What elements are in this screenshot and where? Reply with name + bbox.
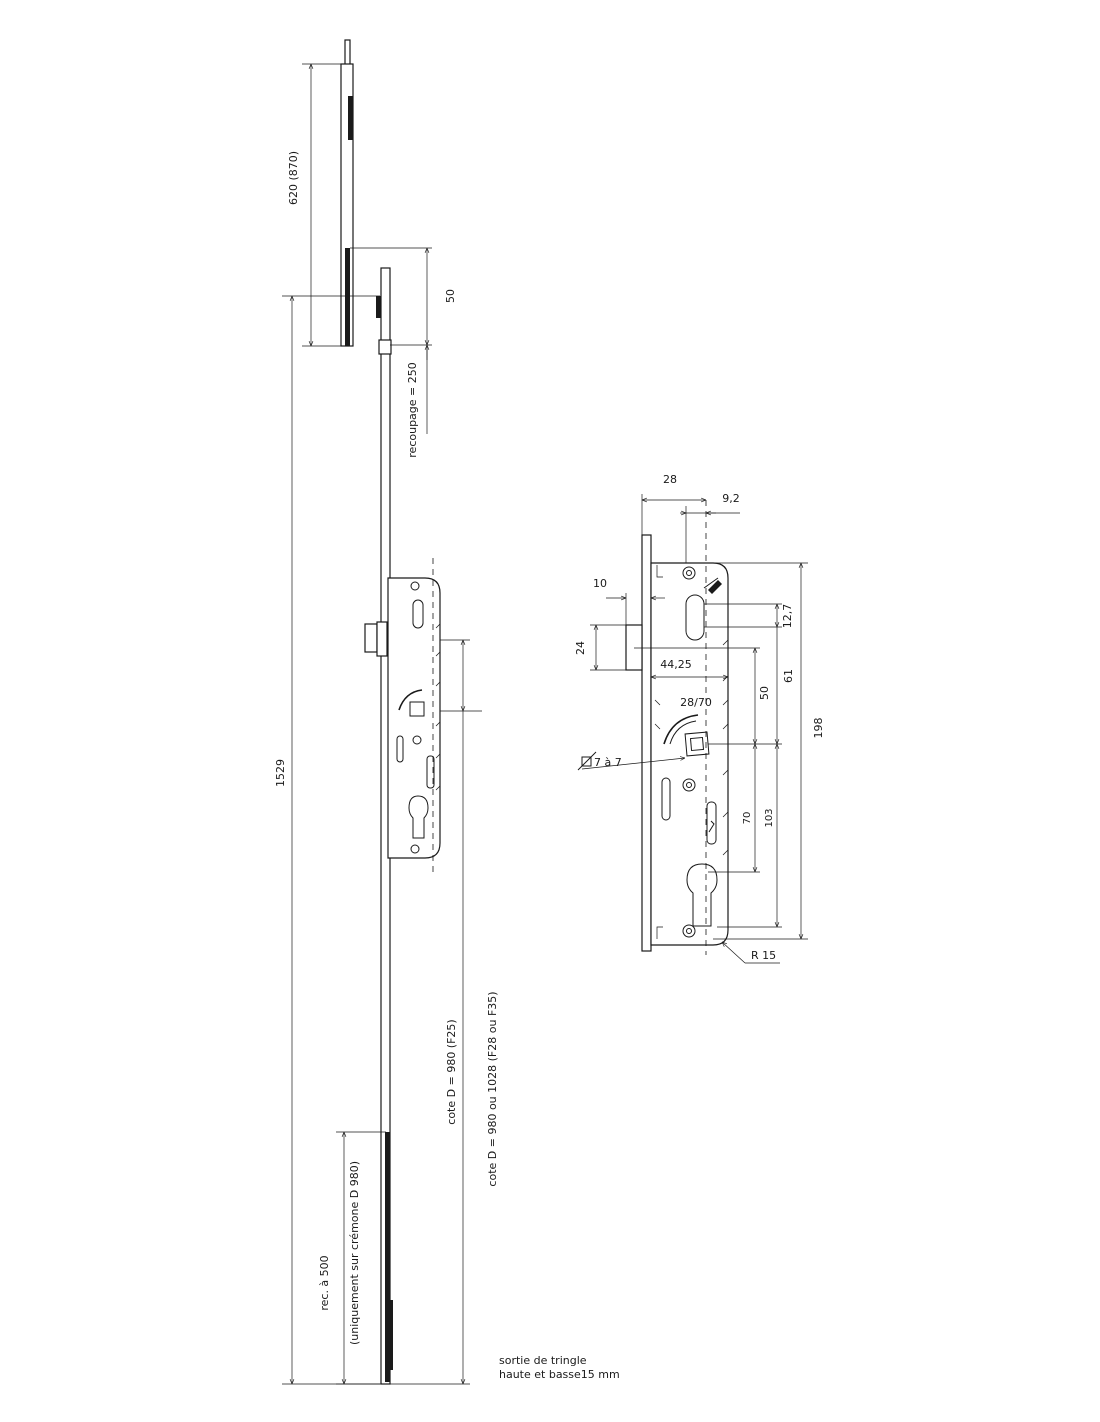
dimension-recoupage-label: recoupage = 250 (406, 362, 419, 457)
note-sortie-line1: sortie de tringle (499, 1354, 587, 1367)
dimension-50-detail: 50 (634, 647, 782, 745)
dimension-50-overall: 50 (350, 247, 457, 346)
dimension-9-2-label: 9,2 (722, 492, 740, 505)
detail-cylinder-profile (686, 863, 718, 927)
dimension-70: 70 (708, 744, 760, 873)
detail-brand-mark (708, 580, 722, 594)
detail-follower-square (684, 731, 710, 757)
detail-right-slot (706, 801, 717, 845)
detail-latch (625, 624, 643, 671)
dimension-uniquement-label: (uniquement sur crémone D 980) (348, 1161, 361, 1345)
dimension-square-label: 7 à 7 (594, 756, 622, 769)
dimension-lock-overall-offset (440, 639, 482, 712)
dimension-28-70-label: 28/70 (680, 696, 712, 709)
dimension-620-label: 620 (870) (287, 151, 300, 205)
dimension-9-2: 9,2 (680, 492, 740, 563)
overall-view: 620 (870) 50 recoupage = 250 1529 (274, 39, 620, 1385)
detail-left-slot (661, 777, 671, 821)
dimension-rec-500-label: rec. à 500 (318, 1255, 331, 1310)
detail-view: 28 9,2 10 24 12,7 (574, 473, 825, 964)
dimension-103: 103 (717, 744, 782, 928)
dimension-24-label: 24 (574, 641, 587, 655)
dimension-70-label: 70 (742, 812, 753, 825)
dimension-1529-label: 1529 (274, 759, 287, 787)
dimension-r15-label: R 15 (751, 949, 776, 962)
dimension-10-label: 10 (593, 577, 607, 590)
dimension-cote-d-f25-label: cote D = 980 (F25) (445, 1019, 458, 1124)
dimension-square: 7 à 7 (577, 751, 685, 771)
detail-top-screw (682, 566, 696, 580)
dimension-10: 10 (593, 577, 665, 625)
dimension-198-label: 198 (812, 718, 825, 739)
dimension-cote-d-f28-label: cote D = 980 ou 1028 (F28 ou F35) (486, 991, 499, 1186)
dimension-rec-500: rec. à 500 (uniquement sur crémone D 980… (318, 1131, 386, 1385)
dimension-1529: 1529 (274, 295, 380, 1385)
overall-lock-case (364, 558, 441, 875)
detail-top-slot (685, 594, 705, 641)
dimension-198: 198 (713, 562, 825, 940)
overall-lock-notches (435, 623, 441, 791)
dimension-cote-d: cote D = 980 (F25) cote D = 980 ou 1028 … (390, 711, 499, 1385)
dimension-12-7: 12,7 (704, 603, 794, 629)
dimension-28-label: 28 (663, 473, 677, 486)
detail-bottom-screw (682, 924, 696, 938)
top-rod (340, 39, 354, 347)
dimension-44-25: 44,25 (651, 650, 729, 690)
detail-mid-screw (682, 778, 696, 792)
dimension-24: 24 (574, 624, 626, 671)
dimension-61-label: 61 (782, 669, 795, 683)
dimension-recoupage: recoupage = 250 (406, 345, 427, 458)
dimension-28: 28 (641, 473, 706, 535)
dimension-50-detail-label: 50 (758, 686, 771, 700)
detail-follower-arc (663, 714, 699, 745)
dimension-61: 61 (777, 627, 795, 744)
dimension-r15: R 15 (722, 942, 780, 964)
dimension-44-25-label: 44,25 (660, 658, 692, 671)
detail-lock-body (650, 562, 729, 946)
detail-faceplate (641, 534, 652, 952)
dimension-620: 620 (870) (287, 63, 350, 347)
dimension-50-overall-label: 50 (444, 289, 457, 303)
note-sortie-line2: haute et basse15 mm (499, 1368, 620, 1381)
dimension-103-label: 103 (764, 808, 775, 827)
dimension-12-7-label: 12,7 (781, 604, 794, 629)
